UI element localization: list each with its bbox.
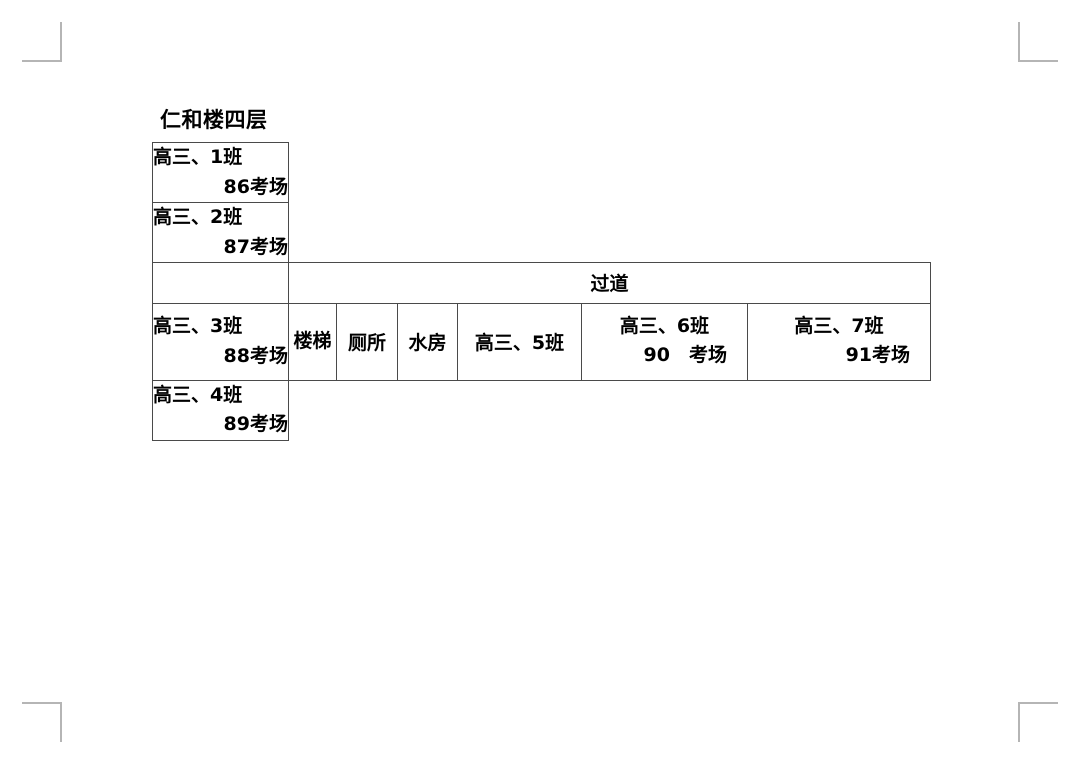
table-row-main: 高三、3班 88考场 楼梯 厕所 水房 高三、5班 高三、6班 90 考场 高三… bbox=[152, 302, 932, 381]
crop-mark-top-right-icon bbox=[1018, 22, 1058, 62]
cell-class4: 高三、4班 89考场 bbox=[152, 379, 289, 441]
class7-label: 高三、7班 bbox=[794, 314, 884, 337]
table-row-class4: 高三、4班 89考场 bbox=[152, 379, 931, 441]
page-title: 仁和楼四层 bbox=[160, 108, 268, 132]
cell-toilet: 厕所 bbox=[336, 302, 398, 381]
table-row-corridor: 过道 bbox=[152, 261, 932, 304]
cell-class2: 高三、2班 87考场 bbox=[152, 202, 289, 263]
cell-empty-right-1 bbox=[288, 142, 931, 203]
class3-exam-room: 88考场 bbox=[223, 344, 288, 367]
class3-label: 高三、3班 bbox=[153, 315, 243, 338]
table-row-class2: 高三、2班 87考场 bbox=[152, 202, 931, 263]
cell-stairs: 楼梯 bbox=[288, 302, 337, 381]
cell-class5: 高三、5班 bbox=[457, 302, 582, 381]
class4-label: 高三、4班 bbox=[153, 383, 243, 406]
class1-label: 高三、1班 bbox=[153, 146, 243, 169]
class7-exam-room: 91考场 bbox=[845, 344, 911, 367]
crop-mark-top-left-icon bbox=[22, 22, 62, 62]
cell-empty-right-4 bbox=[288, 380, 931, 441]
document-body: 仁和楼四层 高三、1班 86考场 高三、2班 bbox=[152, 108, 952, 441]
class1-exam-room: 86考场 bbox=[223, 175, 288, 198]
crop-mark-bottom-right-icon bbox=[1018, 702, 1058, 742]
cell-empty-right-2 bbox=[288, 202, 931, 263]
class2-exam-room: 87考场 bbox=[223, 235, 288, 258]
class6-label: 高三、6班 bbox=[619, 314, 710, 337]
cell-corridor: 过道 bbox=[287, 261, 932, 304]
floor-plan-table: 高三、1班 86考场 高三、2班 87考场 过道 bbox=[152, 142, 932, 441]
cell-blank-corridor-left bbox=[152, 261, 289, 304]
class2-label: 高三、2班 bbox=[153, 206, 243, 229]
cell-class7: 高三、7班 91考场 bbox=[746, 302, 932, 381]
crop-mark-bottom-left-icon bbox=[22, 702, 62, 742]
cell-class6: 高三、6班 90 考场 bbox=[581, 302, 748, 381]
cell-class1: 高三、1班 86考场 bbox=[152, 142, 289, 204]
class4-exam-room: 89考场 bbox=[223, 413, 288, 436]
table-row-class1: 高三、1班 86考场 bbox=[152, 142, 931, 204]
class6-exam-room: 90 考场 bbox=[643, 344, 727, 367]
cell-water-room: 水房 bbox=[397, 302, 458, 381]
cell-class3: 高三、3班 88考场 bbox=[152, 302, 289, 381]
